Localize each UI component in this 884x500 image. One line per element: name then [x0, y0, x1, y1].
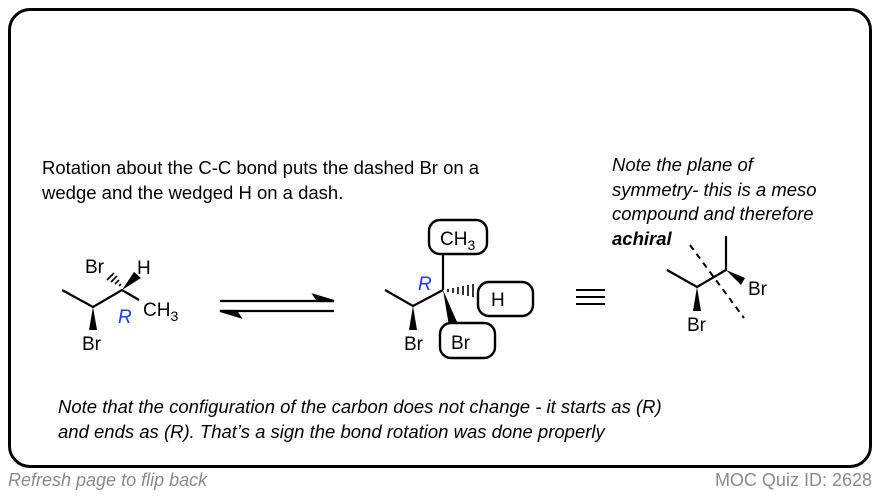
refresh-hint: Refresh page to flip back: [8, 470, 208, 490]
h-highlight-box: [476, 280, 535, 318]
br-label: Br: [82, 334, 102, 355]
wedge-bond: [726, 270, 745, 285]
carbon-chain: [384, 289, 444, 308]
dash-bond: [447, 284, 474, 297]
br-label: Br: [85, 257, 105, 278]
bottom-note-line-1: Note that the configuration of the carbo…: [58, 396, 662, 417]
quiz-id: MOC Quiz ID: 2628: [714, 470, 872, 490]
h-label: H: [491, 290, 505, 311]
h-label: H: [137, 258, 151, 279]
dash-bond: [106, 272, 122, 287]
molecule-middle: [384, 218, 535, 360]
br-label: Br: [687, 315, 707, 336]
br-label: Br: [404, 334, 424, 355]
ch3-label: CH3: [440, 229, 475, 253]
molecule-left: [61, 272, 141, 330]
side-note-line-2: symmetry- this is a meso: [612, 178, 817, 200]
carbon-chain: [61, 288, 140, 309]
ch3-highlight-box: [427, 218, 489, 256]
wedge-bond: [89, 307, 97, 330]
side-note-line-1: Note the plane of: [612, 154, 753, 175]
wedge-bond: [693, 287, 701, 311]
r-config-label: R: [118, 307, 132, 328]
carbon-chain: [666, 236, 728, 289]
bottom-note: Note that the configuration of the carbo…: [58, 395, 662, 444]
molecule-right: [666, 236, 745, 319]
symmetry-plane-line: [689, 244, 745, 319]
br-label: Br: [451, 333, 471, 354]
ch3-label: CH3: [143, 300, 178, 324]
diagram-frame: [8, 8, 872, 468]
br-label: Br: [748, 279, 768, 300]
side-note: Note the plane of symmetry- this is a me…: [612, 153, 817, 251]
bottom-note-line-2: and ends as (R). That’s a sign the bond …: [58, 420, 605, 442]
wedge-bond: [443, 290, 457, 326]
equilibrium-arrows: [219, 293, 335, 319]
equivalent-symbol: [576, 289, 605, 305]
intro-text: Rotation about the C-C bond puts the das…: [42, 156, 479, 205]
br-highlight-box: [438, 321, 497, 360]
side-note-achiral: achiral: [612, 227, 672, 249]
intro-line-2: wedge and the wedged H on a dash.: [42, 181, 344, 203]
intro-line-1: Rotation about the C-C bond puts the das…: [42, 157, 480, 178]
wedge-bond: [122, 272, 141, 290]
side-note-line-3: compound and therefore: [612, 203, 814, 224]
r-config-label: R: [418, 274, 432, 295]
wedge-bond: [409, 306, 417, 330]
